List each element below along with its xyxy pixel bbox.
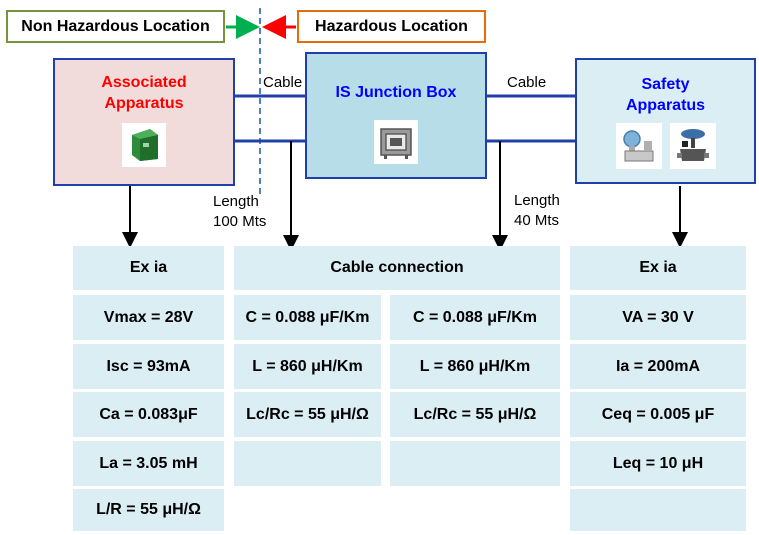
safety-empty: [570, 489, 746, 531]
length-right: Length 40 Mts: [514, 191, 560, 231]
length-left: Length 100 Mts: [213, 192, 266, 232]
cable-right-l: L = 860 μH/Km: [390, 344, 560, 389]
cable-left-l: L = 860 μH/Km: [234, 344, 381, 389]
associated-isc: Isc = 93mA: [73, 344, 224, 389]
safety-va: VA = 30 V: [570, 295, 746, 340]
safety-leq: Leq = 10 μH: [570, 441, 746, 486]
associated-line2: Apparatus: [104, 95, 184, 112]
safety-ia: Ia = 200mA: [570, 344, 746, 389]
length-left-line2: 100 Mts: [213, 213, 267, 230]
header-cable-connection: Cable connection: [234, 246, 560, 290]
is-junction-box-block: IS Junction Box: [305, 52, 487, 179]
cable-right-c: C = 0.088 μF/Km: [390, 295, 560, 340]
cable-left-empty: [234, 441, 381, 486]
header-safety-ex-ia: Ex ia: [570, 246, 746, 290]
cable-label-left: Cable: [263, 74, 303, 91]
safety-apparatus-block: Safety Apparatus: [575, 58, 756, 184]
control-valve-icon: [669, 123, 716, 169]
hazardous-location-label: Hazardous Location: [297, 10, 486, 43]
din-rail-barrier-icon: [122, 123, 166, 167]
cable-label-right: Cable: [507, 74, 547, 91]
associated-vmax: Vmax = 28V: [73, 295, 224, 340]
associated-ca: Ca = 0.083μF: [73, 392, 224, 437]
length-left-line1: Length: [213, 193, 259, 210]
length-right-line2: 40 Mts: [514, 212, 560, 229]
pressure-transmitter-icon: [615, 123, 662, 169]
length-right-line1: Length: [514, 192, 560, 209]
non-hazardous-location-label: Non Hazardous Location: [6, 10, 225, 43]
associated-apparatus-block: Associated Apparatus: [53, 58, 235, 186]
junction-box-title: IS Junction Box: [335, 84, 457, 101]
associated-lr: L/R = 55 μH/Ω: [73, 489, 224, 531]
safety-ceq: Ceq = 0.005 μF: [570, 392, 746, 437]
header-associated-ex-ia: Ex ia: [73, 246, 224, 290]
junction-box-icon: [374, 120, 418, 164]
cable-right-empty: [390, 441, 560, 486]
safety-line2: Apparatus: [625, 97, 706, 114]
cable-left-c: C = 0.088 μF/Km: [234, 295, 381, 340]
associated-line1: Associated: [101, 74, 187, 91]
cable-left-lcrc: Lc/Rc = 55 μH/Ω: [234, 392, 381, 437]
associated-la: La = 3.05 mH: [73, 441, 224, 486]
safety-line1: Safety: [641, 76, 690, 93]
cable-right-lcrc: Lc/Rc = 55 μH/Ω: [390, 392, 560, 437]
